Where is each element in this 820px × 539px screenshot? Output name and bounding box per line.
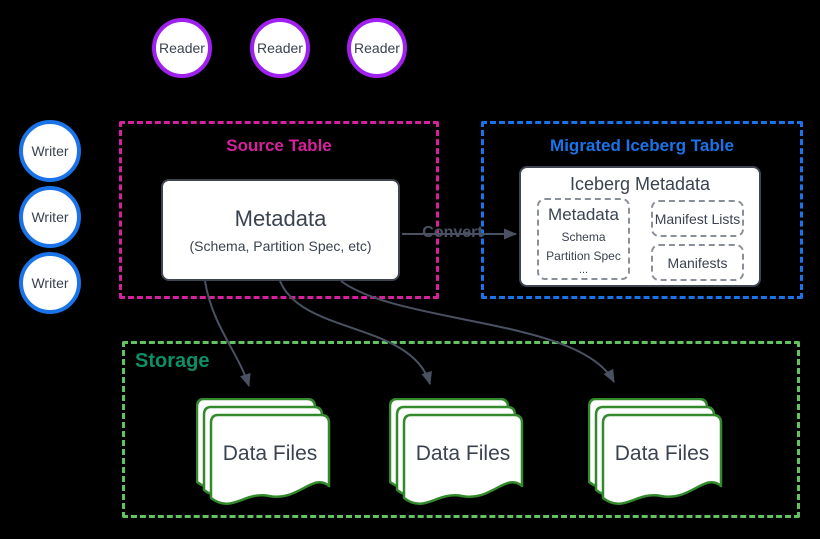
source-metadata-node: Metadata (Schema, Partition Spec, etc): [161, 179, 400, 281]
document-stack-icon: [389, 398, 524, 505]
data-files-stack-2: Data Files: [389, 398, 529, 510]
data-files-label: Data Files: [222, 442, 318, 465]
source-metadata-subtitle: (Schema, Partition Spec, etc): [189, 238, 372, 254]
iceberg-table-group: Migrated Iceberg Table: [481, 121, 803, 299]
data-files-stack-3: Data Files: [588, 398, 728, 510]
iceberg-metadata-item-ellipsis: ...: [578, 264, 589, 276]
iceberg-metadata-node: Iceberg Metadata Metadata Schema Partiti…: [519, 166, 761, 287]
reader-label: Reader: [354, 40, 400, 56]
manifests-box: Manifests: [651, 244, 744, 281]
convert-arrow-label: Convert: [422, 224, 483, 241]
reader-label: Reader: [159, 40, 205, 56]
reader-label: Reader: [257, 40, 303, 56]
reader-node-2: Reader: [250, 18, 310, 78]
iceberg-table-title: Migrated Iceberg Table: [550, 136, 734, 155]
writer-node-2: Writer: [19, 186, 81, 248]
manifest-lists-label: Manifest Lists: [654, 210, 741, 227]
source-table-group: Source Table: [119, 121, 439, 299]
manifest-lists-box: Manifest Lists: [651, 200, 744, 237]
writer-label: Writer: [31, 275, 69, 291]
iceberg-metadata-item-schema: Schema: [561, 230, 606, 244]
source-table-title: Source Table: [226, 136, 332, 155]
writer-label: Writer: [31, 209, 69, 225]
iceberg-metadata-group-box: Metadata Schema Partition Spec ...: [537, 198, 630, 280]
data-files-label: Data Files: [415, 442, 511, 465]
data-files-stack-1: Data Files: [196, 398, 336, 510]
reader-node-1: Reader: [152, 18, 212, 78]
document-stack-icon: [196, 398, 331, 505]
writer-label: Writer: [31, 143, 69, 159]
iceberg-metadata-item-partition-spec: Partition Spec: [546, 249, 621, 263]
manifests-label: Manifests: [667, 254, 728, 271]
iceberg-metadata-title: Iceberg Metadata: [569, 174, 711, 194]
storage-title: Storage: [135, 350, 210, 372]
writer-node-3: Writer: [19, 252, 81, 314]
iceberg-metadata-group-title: Metadata: [548, 205, 619, 224]
source-metadata-title: Metadata: [234, 206, 327, 231]
document-stack-icon: [588, 398, 723, 505]
data-files-label: Data Files: [614, 442, 710, 465]
reader-node-3: Reader: [347, 18, 407, 78]
writer-node-1: Writer: [19, 120, 81, 182]
